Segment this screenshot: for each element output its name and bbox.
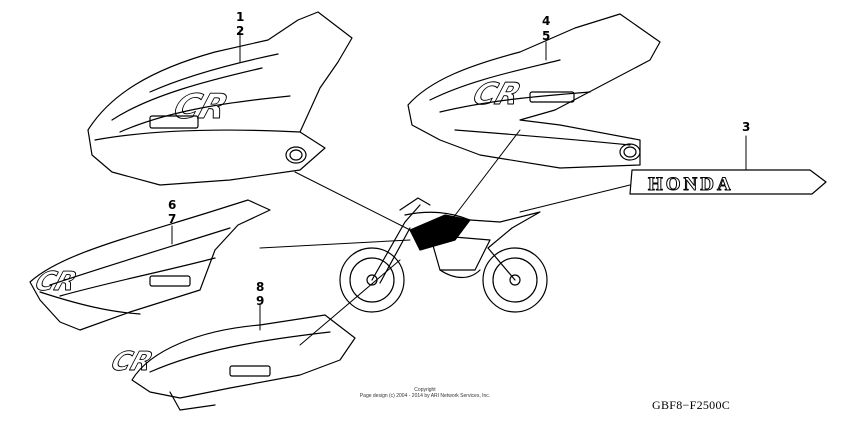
callout-2: 2 <box>236 24 245 38</box>
callout-3: 3 <box>742 120 751 134</box>
callout-4: 4 <box>542 14 551 28</box>
diagram-code: GBF8−F2500C <box>652 398 731 412</box>
shroud-decal-left-1-2: CR <box>87 11 353 186</box>
leader-lines <box>171 29 747 346</box>
side-decal-8-9: CR <box>107 314 356 411</box>
shroud-decal-right-4-5: CR <box>407 13 661 169</box>
callout-6: 6 <box>168 198 177 212</box>
cr-logo-bottom: CR <box>108 347 157 377</box>
copyright-notice: Copyright Page design (c) 2004 - 2014 by… <box>300 387 550 399</box>
side-decal-6-7: CR <box>29 199 271 331</box>
callout-8: 8 <box>256 280 265 294</box>
callout-5: 5 <box>542 29 551 43</box>
callout-9: 9 <box>256 294 265 308</box>
motorcycle-illustration <box>339 197 548 313</box>
honda-emblem-3: HONDA <box>629 169 827 196</box>
callout-7: 7 <box>168 212 177 226</box>
cr-logo-left: CR <box>169 88 233 127</box>
honda-emblem-text: HONDA <box>648 174 734 195</box>
copyright-line-1: Copyright <box>414 387 436 393</box>
copyright-line-2: Page design (c) 2004 - 2014 by ARI Netwo… <box>359 393 491 399</box>
callout-1: 1 <box>236 10 245 24</box>
